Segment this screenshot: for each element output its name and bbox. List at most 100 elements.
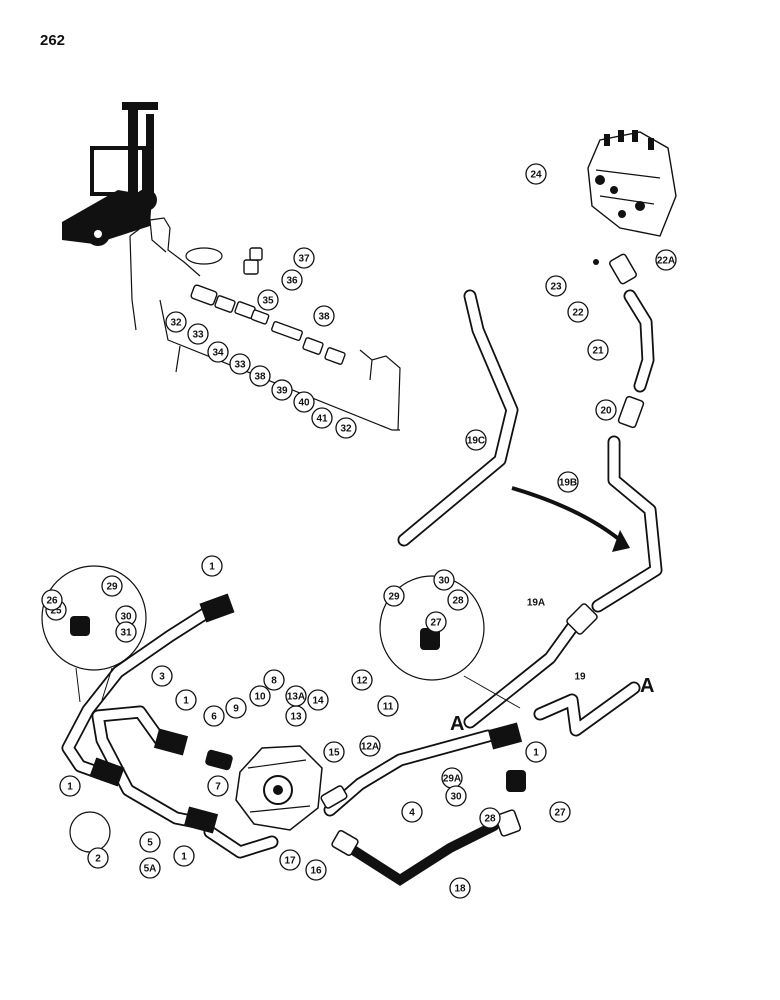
- callout-label: 36: [286, 276, 298, 287]
- hose-sleeves: [89, 593, 523, 834]
- callout-12: 12: [351, 669, 373, 691]
- callout-circle: [351, 669, 373, 691]
- callout-label: 14: [312, 696, 324, 707]
- callout-17: 17: [279, 849, 301, 871]
- callout-29A: 29A: [441, 767, 463, 789]
- arrow-head-icon: [612, 530, 630, 552]
- callout-circle: [587, 339, 609, 361]
- callout-circle: [401, 801, 423, 823]
- callout-circle: [207, 775, 229, 797]
- callout-23: 23: [545, 275, 567, 297]
- callout-1: 1: [59, 775, 81, 797]
- callout-38: 38: [313, 305, 335, 327]
- callout-circle: [445, 785, 467, 807]
- callout-label: 15: [328, 748, 340, 759]
- fitting-22: [593, 253, 637, 285]
- callout-24: 24: [525, 163, 547, 185]
- callout-circle: [595, 399, 617, 421]
- callout-38: 38: [249, 365, 271, 387]
- callout-11: 11: [377, 695, 399, 717]
- callout-label: 38: [254, 372, 266, 383]
- callout-13: 13: [285, 705, 307, 727]
- callout-7: 7: [207, 775, 229, 797]
- callout-label: 30: [438, 576, 450, 587]
- callout-circle: [449, 877, 471, 899]
- callout-label: 23: [550, 282, 562, 293]
- callout-circle: [201, 555, 223, 577]
- callout-8: 8: [263, 669, 285, 691]
- callout-32: 32: [165, 311, 187, 333]
- callout-circle: [271, 379, 293, 401]
- callout-27: 27: [549, 801, 571, 823]
- callout-label: 22A: [657, 256, 675, 267]
- callout-circle: [465, 429, 487, 451]
- callout-circle: [307, 689, 329, 711]
- detail-circle-left: [41, 565, 147, 671]
- callout-circle: [425, 611, 447, 633]
- callout-circle: [655, 249, 677, 271]
- callout-circle: [557, 471, 579, 493]
- callout-label: 29: [106, 582, 118, 593]
- callout-label: 33: [192, 330, 204, 341]
- callout-5: 5: [139, 831, 161, 853]
- callout-circle: [293, 247, 315, 269]
- callout-32: 32: [335, 417, 357, 439]
- callout-19C: 19C: [465, 429, 487, 451]
- callout-circle: [87, 847, 109, 869]
- callout-circle: [139, 857, 161, 879]
- callout-label: 1: [209, 562, 215, 573]
- callout-circle: [383, 585, 405, 607]
- callout-circle: [281, 269, 303, 291]
- callout-circle: [549, 801, 571, 823]
- callout-circle: [165, 311, 187, 333]
- control-valve-body: [587, 130, 677, 237]
- detail-circle-right: [379, 575, 485, 681]
- callout-circle: [151, 665, 173, 687]
- callout-circle: [433, 569, 455, 591]
- callout-label: 29A: [443, 774, 461, 785]
- letter-marker: A: [450, 713, 464, 735]
- callout-label: 1: [67, 782, 73, 793]
- callout-circle: [447, 589, 469, 611]
- callout-label: 10: [254, 692, 266, 703]
- callout-label: 39: [276, 386, 288, 397]
- callout-4: 4: [401, 801, 423, 823]
- callout-label: 3: [159, 672, 165, 683]
- callout-circle: [59, 775, 81, 797]
- detail-circle-clamp: [69, 811, 111, 853]
- callout-6: 6: [203, 705, 225, 727]
- callout-circle: [139, 831, 161, 853]
- callout-15: 15: [323, 741, 345, 763]
- callout-30: 30: [445, 785, 467, 807]
- callout-28: 28: [447, 589, 469, 611]
- callout-circle: [41, 589, 63, 611]
- callout-circle: [175, 689, 197, 711]
- callout-12A: 12A: [359, 735, 381, 757]
- callout-label: 1: [183, 696, 189, 707]
- callout-label: 6: [211, 712, 217, 723]
- callout-label: 19C: [467, 436, 485, 447]
- callout-label: 13A: [287, 692, 305, 703]
- callout-9: 9: [225, 697, 247, 719]
- callout-label: 34: [212, 348, 224, 359]
- callout-label: 31: [120, 628, 132, 639]
- callout-34: 34: [207, 341, 229, 363]
- callout-label: 27: [430, 618, 442, 629]
- callout-label: 32: [340, 424, 352, 435]
- callout-21: 21: [587, 339, 609, 361]
- callout-circle: [525, 163, 547, 185]
- hydraulic-pump: [205, 745, 348, 831]
- callout-20: 20: [595, 399, 617, 421]
- callout-26: 26: [41, 589, 63, 611]
- callout-circle: [311, 407, 333, 429]
- callout-label: 1: [533, 748, 539, 759]
- callout-circle: [249, 685, 271, 707]
- callout-19: 19: [574, 672, 586, 683]
- callout-circle: [479, 807, 501, 829]
- callout-2: 2: [87, 847, 109, 869]
- callout-label: 27: [554, 808, 566, 819]
- callout-circle: [323, 741, 345, 763]
- callout-circle: [305, 859, 327, 881]
- callout-40: 40: [293, 391, 315, 413]
- callout-label: 13: [290, 712, 302, 723]
